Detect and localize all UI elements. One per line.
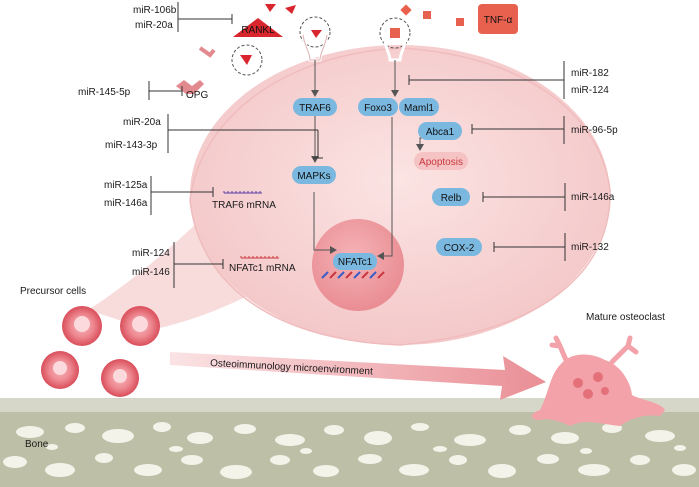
svg-text:NFATc1 mRNA: NFATc1 mRNA: [229, 263, 296, 274]
mature-osteoclast: [531, 335, 665, 426]
maml1-node: Maml1: [399, 98, 439, 116]
dna-strand: [321, 271, 385, 279]
mirna-label: miR-143-3p: [105, 140, 158, 151]
svg-text:Relb: Relb: [441, 193, 462, 204]
differentiation-arrow: [170, 352, 546, 400]
bone-label: Bone: [25, 439, 49, 450]
traf6-node: TRAF6: [293, 98, 337, 116]
svg-text:Apoptosis: Apoptosis: [419, 157, 463, 168]
tnf-receptor-ring: [379, 17, 411, 49]
rankl-ligand: RANKL: [233, 18, 283, 37]
mirna-label: miR-20a: [135, 20, 173, 31]
precursor-label: Precursor cells: [20, 286, 86, 297]
tnf-fragment: [456, 18, 464, 26]
mapks-node: MAPKs: [292, 166, 336, 184]
svg-text:TNF-α: TNF-α: [484, 15, 513, 26]
rankl-fragment: [265, 4, 276, 12]
rank-receptor-ring: [299, 16, 331, 48]
mirna-label: miR-145-5p: [78, 87, 131, 98]
mirna-label: miR-182: [571, 68, 609, 79]
svg-text:Abca1: Abca1: [426, 127, 455, 138]
apoptosis-node: Apoptosis: [414, 152, 468, 170]
nfatc1-node: NFATc1: [333, 253, 377, 270]
svg-text:TRAF6 mRNA: TRAF6 mRNA: [212, 200, 276, 211]
svg-text:TRAF6: TRAF6: [299, 103, 331, 114]
svg-text:NFATc1: NFATc1: [338, 257, 373, 268]
mirna-label: miR-124: [571, 85, 609, 96]
svg-text:Foxo3: Foxo3: [364, 103, 392, 114]
foxo3-node: Foxo3: [358, 98, 398, 116]
mirna-label: miR-106b: [133, 5, 177, 16]
svg-text:RANKL: RANKL: [241, 25, 275, 36]
mature-label: Mature osteoclast: [586, 312, 665, 323]
mirna-label: miR-146a: [104, 198, 148, 209]
inhibition-lines: [148, 2, 566, 288]
abca1-node: Abca1: [418, 122, 462, 140]
rankl-fragment: [285, 5, 296, 14]
mirna-label: miR-146a: [571, 192, 615, 203]
svg-text:OPG: OPG: [186, 90, 208, 101]
cox2-node: COX-2: [436, 238, 482, 256]
tnf-fragment: [400, 4, 412, 16]
opg-decoy: OPG: [176, 80, 208, 101]
mirna-label: miR-132: [571, 242, 609, 253]
opg-fragment: [198, 46, 216, 58]
nfatc1-mrna: NFATc1 mRNA: [229, 256, 296, 274]
rankl-fragment: [311, 30, 322, 38]
svg-text:MAPKs: MAPKs: [297, 171, 330, 182]
mirna-label: miR-20a: [123, 117, 161, 128]
osteoclast-cell: [190, 45, 610, 345]
svg-text:COX-2: COX-2: [444, 243, 475, 254]
svg-text:Maml1: Maml1: [404, 103, 434, 114]
bone-surface: [0, 398, 699, 412]
mirna-label: miR-146: [132, 267, 170, 278]
opg-ring: [231, 44, 263, 76]
tnf-alpha-box: TNF-α: [478, 4, 518, 34]
mirna-label: miR-125a: [104, 180, 148, 191]
tnf-fragment: [423, 11, 431, 19]
relb-node: Relb: [432, 188, 470, 206]
traf6-mrna: TRAF6 mRNA: [212, 191, 276, 211]
mirna-label: miR-124: [132, 248, 170, 259]
mirna-label: miR-96-5p: [571, 125, 618, 136]
bone-trabeculae: [3, 422, 696, 479]
